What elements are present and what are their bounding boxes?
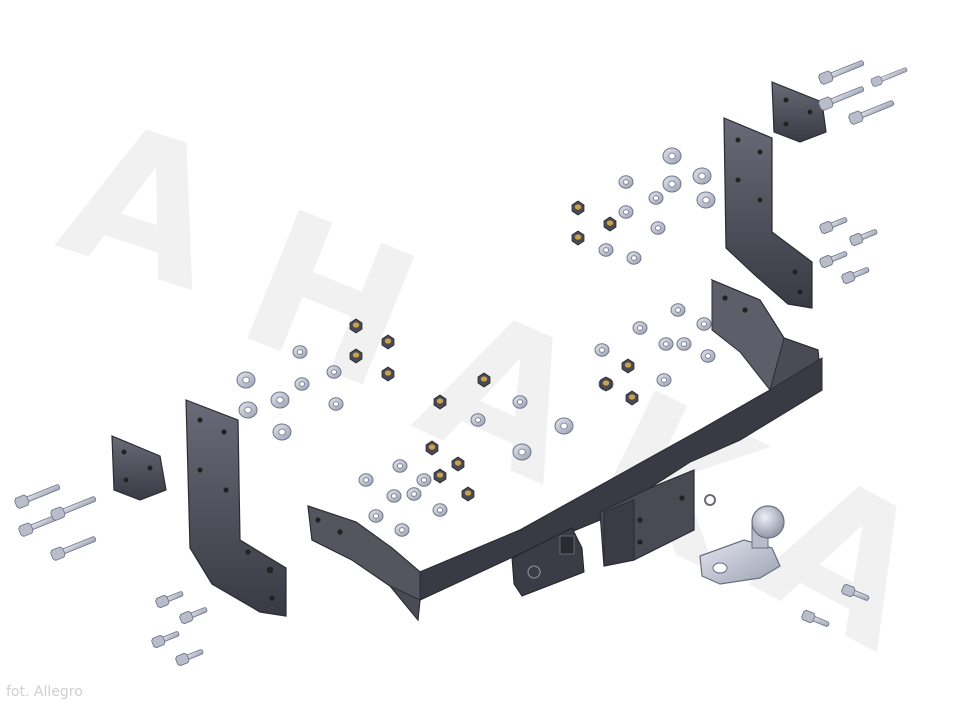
- bolts-top-right: [817, 57, 909, 285]
- main-crossbar: [307, 278, 823, 622]
- small-plate-right: [771, 81, 827, 143]
- small-plate-left: [111, 435, 167, 501]
- left-bracket: [185, 399, 287, 617]
- bolts-left: [13, 481, 209, 667]
- photo-credit: fot. Allegro: [6, 684, 83, 700]
- right-bracket: [723, 117, 813, 309]
- bolts-bottom-right: [800, 583, 871, 630]
- tow-ball: [699, 505, 785, 585]
